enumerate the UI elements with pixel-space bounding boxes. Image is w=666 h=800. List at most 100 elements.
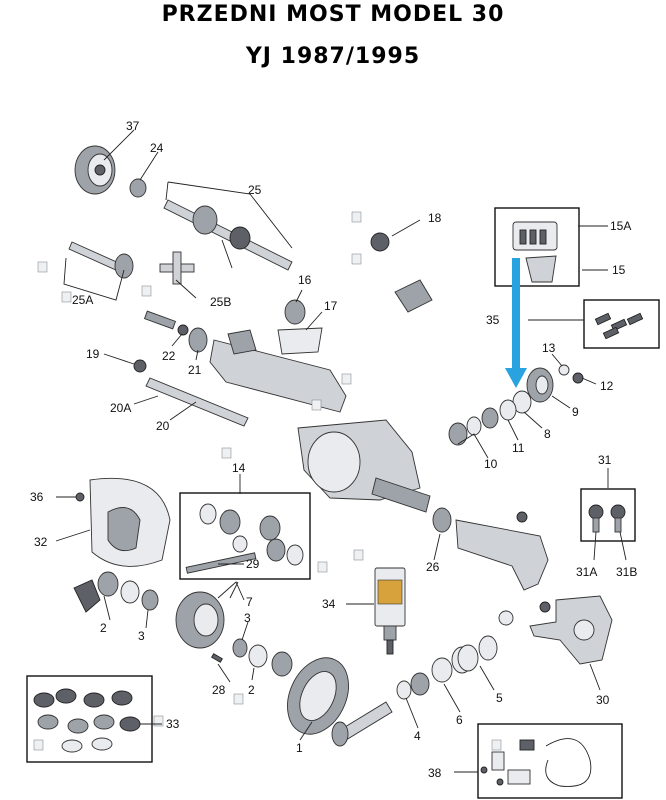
callout-24: 24 bbox=[150, 141, 164, 155]
callout-35: 35 bbox=[486, 313, 500, 327]
figure-reference-icons bbox=[33, 211, 502, 751]
group-box-35 bbox=[583, 299, 660, 349]
part-33-seal-kit bbox=[33, 688, 141, 753]
part-38-cable-kit bbox=[480, 738, 592, 787]
part-2-bearing bbox=[120, 580, 140, 604]
part-3-shim bbox=[141, 589, 159, 611]
part-37-hub bbox=[74, 145, 116, 195]
callout-15: 15 bbox=[612, 263, 626, 277]
callout-19: 19 bbox=[86, 347, 100, 361]
callout-22: 22 bbox=[162, 349, 176, 363]
callout-29: 29 bbox=[246, 557, 260, 571]
part-bolt-small bbox=[516, 511, 528, 523]
part-20-axle-shaft bbox=[145, 377, 249, 427]
part-26-seal bbox=[432, 507, 452, 533]
callout-26: 26 bbox=[426, 560, 440, 574]
part-14-gear-set bbox=[199, 503, 304, 566]
callout-25: 25 bbox=[248, 183, 262, 197]
callout-15a: 15A bbox=[610, 219, 631, 233]
part-13-washer bbox=[558, 364, 570, 376]
pointer-arrow bbox=[505, 258, 527, 388]
part-25a-axle-shaft bbox=[68, 241, 134, 279]
callout-20a: 20A bbox=[110, 401, 131, 415]
part-6-bearing bbox=[410, 672, 430, 696]
callout-31b: 31B bbox=[616, 565, 637, 579]
part-24-seal bbox=[129, 178, 147, 198]
callout-7: 7 bbox=[246, 595, 253, 609]
callout-1: 1 bbox=[296, 741, 303, 755]
part-29-pin bbox=[185, 552, 257, 574]
callout-12: 12 bbox=[600, 379, 614, 393]
callout-16: 16 bbox=[298, 273, 312, 287]
callout-8: 8 bbox=[544, 427, 551, 441]
part-2-bearing-cup bbox=[97, 571, 119, 597]
callout-3-right: 3 bbox=[244, 611, 251, 625]
callout-21: 21 bbox=[188, 363, 202, 377]
part-7-differential-case bbox=[175, 591, 225, 649]
part-35-hardware bbox=[594, 312, 644, 340]
part-21-bearing bbox=[188, 327, 208, 353]
part-31b-ball-joint bbox=[610, 504, 626, 533]
part-differential-housing bbox=[297, 419, 431, 513]
callout-31: 31 bbox=[598, 453, 612, 467]
part-pin bbox=[143, 310, 177, 330]
callout-10: 10 bbox=[484, 457, 498, 471]
part-25-axle-shaft bbox=[163, 199, 293, 271]
part-16-bushing bbox=[284, 299, 306, 325]
part-washer-knuckle bbox=[498, 610, 514, 626]
callout-13: 13 bbox=[542, 341, 556, 355]
callout-18: 18 bbox=[428, 211, 442, 225]
part-3-shim-right bbox=[232, 638, 248, 658]
callout-36: 36 bbox=[30, 490, 44, 504]
part-32-cover bbox=[89, 477, 171, 567]
part-6-cup bbox=[431, 657, 453, 683]
part-5-shim-pack bbox=[451, 635, 498, 674]
diagram-title: PRZEDNI MOST MODEL 30 bbox=[161, 2, 505, 27]
part-28-pin bbox=[211, 653, 223, 663]
part-4-washer bbox=[396, 680, 412, 700]
callout-20: 20 bbox=[156, 419, 170, 433]
callout-30: 30 bbox=[596, 693, 610, 707]
callout-6: 6 bbox=[456, 713, 463, 727]
part-34-sealant-tube bbox=[374, 567, 406, 655]
part-axle-tube bbox=[209, 329, 347, 413]
callout-31a: 31A bbox=[576, 565, 597, 579]
part-1-ring-pinion bbox=[287, 657, 393, 747]
callout-14: 14 bbox=[232, 461, 246, 475]
callout-25a: 25A bbox=[72, 293, 93, 307]
part-2-bearing-right bbox=[248, 644, 268, 668]
group-box-38 bbox=[477, 723, 623, 799]
callout-3-left: 3 bbox=[138, 629, 145, 643]
callout-11: 11 bbox=[512, 441, 525, 455]
part-11-bearing bbox=[481, 407, 499, 429]
callout-25b: 25B bbox=[210, 295, 231, 309]
group-box-15 bbox=[494, 207, 580, 287]
callout-28: 28 bbox=[212, 683, 226, 697]
part-10-shim bbox=[466, 416, 482, 436]
part-12-nut bbox=[572, 372, 584, 384]
part-axle-tube-right bbox=[455, 519, 549, 591]
callout-32: 32 bbox=[34, 535, 48, 549]
callout-2-right: 2 bbox=[248, 683, 255, 697]
callout-17: 17 bbox=[324, 299, 338, 313]
group-box-33 bbox=[26, 675, 153, 763]
part-22-seal bbox=[177, 324, 189, 336]
part-17-bracket bbox=[277, 327, 323, 355]
callout-2-left: 2 bbox=[100, 621, 107, 635]
part-18-link bbox=[370, 232, 433, 313]
part-25b-u-joint bbox=[159, 251, 195, 285]
part-nut-knuckle bbox=[539, 601, 551, 613]
diagram-subtitle: YJ 1987/1995 bbox=[245, 44, 421, 69]
part-2-cup-right bbox=[271, 651, 293, 677]
part-36-bolt bbox=[75, 492, 85, 502]
part-10-bearing bbox=[448, 422, 468, 446]
callout-4: 4 bbox=[414, 729, 421, 743]
callout-34: 34 bbox=[322, 597, 336, 611]
part-9-hub-assembly bbox=[526, 367, 554, 403]
part-bracket-left bbox=[73, 579, 101, 613]
part-31a-ball-joint bbox=[588, 504, 604, 533]
group-box-14 bbox=[179, 492, 311, 580]
part-30-knuckle bbox=[529, 595, 613, 665]
part-15-actuator bbox=[512, 221, 558, 283]
leader-lines bbox=[55, 129, 627, 773]
